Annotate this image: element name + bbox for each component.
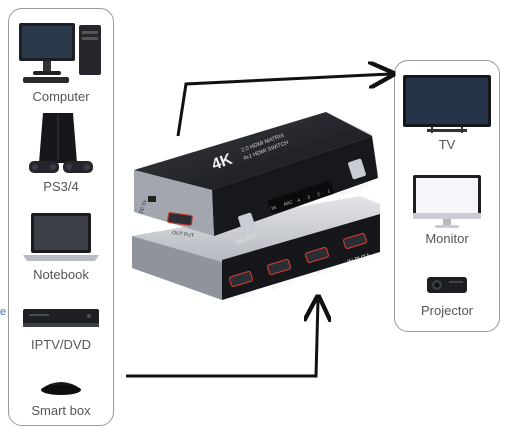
arc-button[interactable] [348,158,367,180]
hdmi-port-icon [228,270,254,288]
hdmi-port-icon [342,232,368,250]
hdmi-output-port-icon [167,212,193,226]
source-iptv: IPTV/DVD [9,303,113,352]
output-tv: TV [395,73,499,152]
led-label-3: 3 [307,194,311,200]
hdmi-port-icon [304,246,330,264]
set-top-box-icon [41,382,81,395]
game-console-icon [29,113,93,173]
tv-icon [403,75,491,133]
laptop-icon [23,213,99,261]
output-label-projector: Projector [420,303,474,318]
dc-power-port [148,196,156,202]
source-computer: Computer [9,19,113,104]
switch-front-unit [134,112,378,236]
led-label-1: 1 [327,188,331,194]
source-ps34: PS3/4 [9,109,113,194]
projector-icon [427,277,467,293]
led-indicator-panel [267,180,335,214]
output-monitor: Monitor [395,171,499,246]
led-label-4: 4 [297,197,301,203]
arrow-from-sources [126,300,318,378]
output-label-monitor: Monitor [425,231,469,246]
outputs-panel: TV Monitor Projector [394,60,500,332]
edge-mark: e [0,306,7,318]
source-notebook: Notebook [9,207,113,282]
output-label-tv: TV [438,137,456,152]
sources-panel: Computer PS3/4 Notebook IPTV/DVD [8,8,114,426]
switch-back-unit [132,196,380,300]
source-label-smartbox: Smart box [31,403,91,418]
desktop-computer-icon [19,23,101,83]
output-projector: Projector [395,269,499,318]
led-label-arc: ARC [283,199,294,207]
source-label-computer: Computer [32,89,90,104]
led-label-2: 2 [317,191,321,197]
dc-label: DC 5V [138,198,149,215]
monitor-icon [413,175,481,228]
hdmi-port-icon [266,258,292,276]
output-label: OUT PUT [172,230,194,239]
select-button[interactable] [238,212,257,234]
arrow-to-outputs [176,74,390,137]
source-label-notebook: Notebook [33,267,89,282]
led-label-in: IN [271,205,277,211]
source-smartbox: Smart box [9,371,113,418]
badge-4k: 4K [210,151,235,174]
dvd-player-icon [23,309,99,327]
source-label-ps34: PS3/4 [43,179,79,194]
source-label-iptv: IPTV/DVD [31,337,91,352]
